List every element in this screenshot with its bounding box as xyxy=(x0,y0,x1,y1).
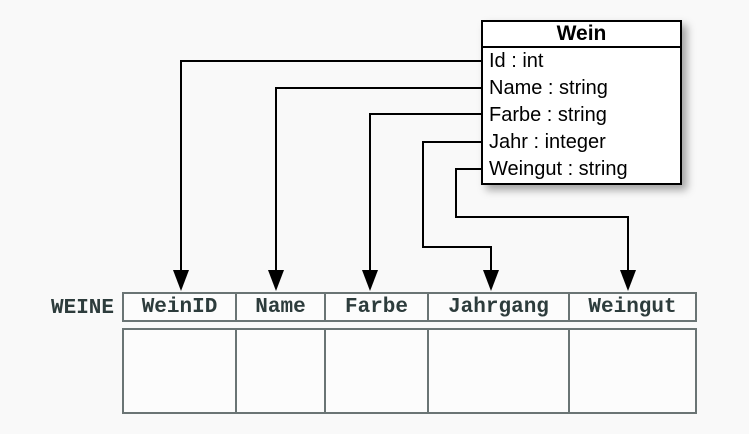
connector-name-to-name xyxy=(268,87,481,291)
column-header-jahrgang: Jahrgang xyxy=(429,294,570,320)
class-attribute-farbe: Farbe : string xyxy=(489,104,607,126)
class-attribute-list: Id : int Name : string Farbe : string Ja… xyxy=(483,48,680,183)
table-cell-jahrgang xyxy=(429,330,570,412)
column-header-weingut: Weingut xyxy=(588,295,677,319)
class-title: Wein xyxy=(483,22,680,48)
table-cell-farbe xyxy=(326,330,429,412)
table-header-row: WeinID Name Farbe Jahrgang Weingut xyxy=(122,292,697,322)
class-attribute-id: Id : int xyxy=(489,50,544,72)
column-header-farbe: Farbe xyxy=(326,294,429,320)
table-cell-name xyxy=(237,330,326,412)
connector-jahr-to-jahrgang xyxy=(422,141,499,291)
table-cell-weingut xyxy=(570,330,695,412)
column-header-name: Name xyxy=(237,294,326,320)
connector-farbe-to-farbe xyxy=(362,113,481,291)
class-attribute-name: Name : string xyxy=(489,77,608,99)
table-cell-weinid xyxy=(124,330,237,412)
class-attribute-weingut: Weingut : string xyxy=(489,158,628,180)
connector-id-to-weinid xyxy=(173,60,481,291)
table-body-row xyxy=(122,328,697,414)
connector-weingut-to-weingut xyxy=(455,168,636,291)
class-box-wein: Wein Id : int Name : string Farbe : stri… xyxy=(481,20,682,185)
column-header-weinid: WeinID xyxy=(124,294,237,320)
table-name-label: WEINE xyxy=(50,297,114,320)
class-attribute-jahr: Jahr : integer xyxy=(489,131,606,153)
